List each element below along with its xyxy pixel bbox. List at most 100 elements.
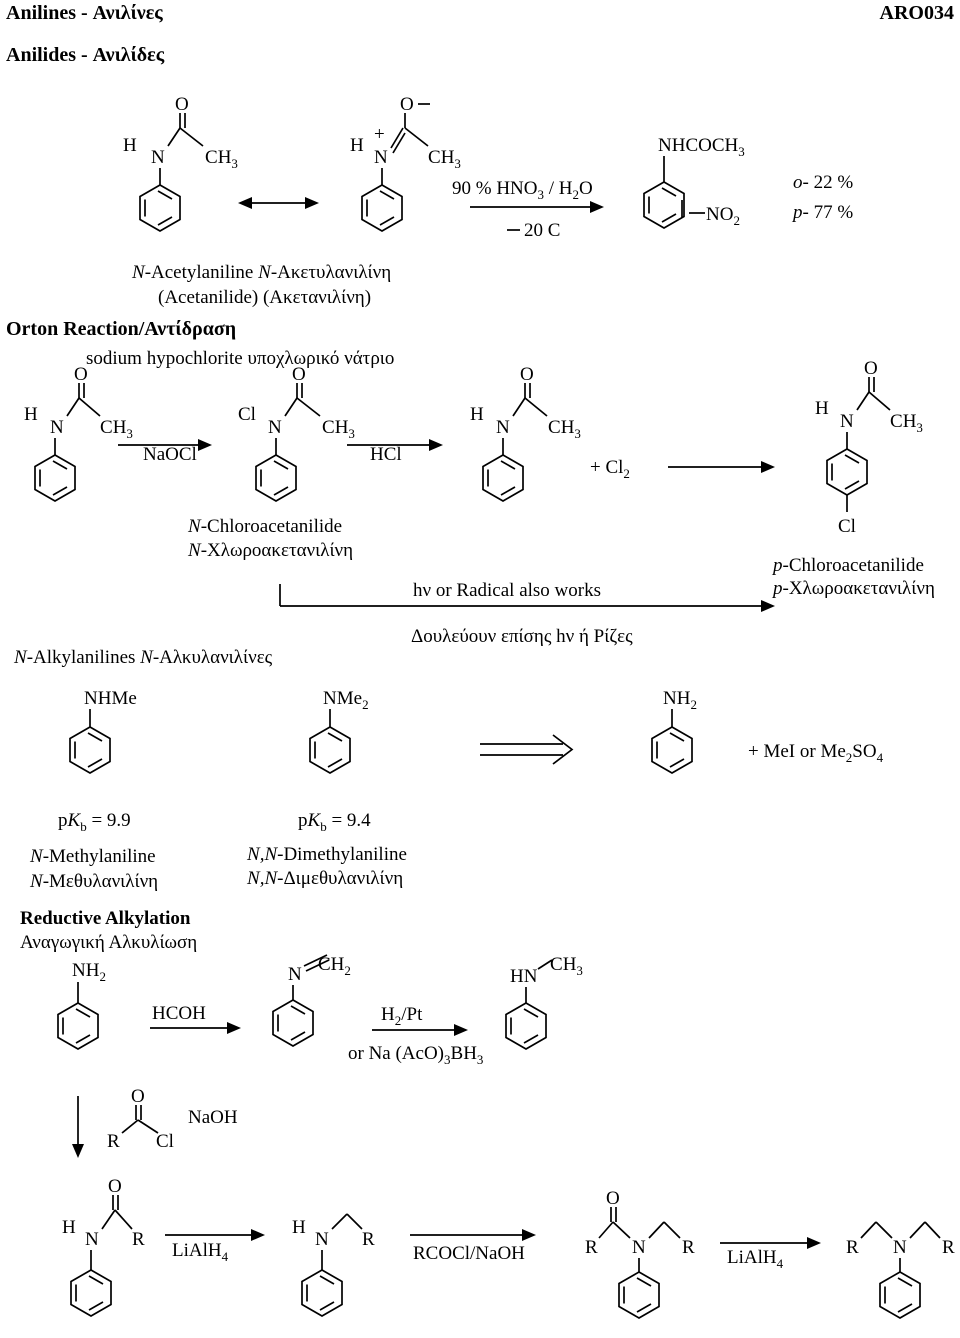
atom-r: R (362, 1229, 375, 1250)
orton-acetanilide: H N O CH3 (24, 364, 133, 502)
imine-structure: N CH2 (272, 954, 351, 1047)
n-methylaniline-name-greek: N-Μεθυλανιλίνη (29, 871, 158, 892)
atom-o: O (292, 364, 306, 385)
borohydride-reagent: or Na (AcO)3BH3 (348, 1043, 483, 1067)
methylation-reagent: + MeI or Me2SO4 (748, 741, 884, 765)
atom-n: N (632, 1237, 646, 1258)
nitration-reagent: 90 % HNO3 / H2O (452, 178, 593, 202)
acetanilide-name: N-Acetylaniline N-Ακετυλανιλίνη (131, 262, 391, 283)
hydrogenation-reagent: H2/Pt (381, 1004, 423, 1028)
ch3-group: CH3 (548, 417, 581, 441)
atom-r: R (132, 1229, 145, 1250)
n-chloroacetanilide-name: N-Chloroacetanilide (187, 516, 342, 537)
nitration-temp: 20 C (524, 220, 560, 241)
page-title: Anilines - Ανιλίνες (6, 2, 163, 24)
atom-n: N (315, 1229, 329, 1250)
atom-h: H (815, 398, 829, 419)
acetanilide-name-alt: (Acetanilide) (Ακετανιλίνη) (158, 287, 371, 308)
dimethylaniline-name: N,N-Dimethylaniline (246, 844, 407, 865)
reductive-aniline: NH2 (57, 960, 106, 1050)
atom-n: N (374, 147, 388, 168)
ch3-group: CH3 (322, 417, 355, 441)
nhme-group: NHMe (84, 688, 137, 709)
acylation-arrow-2: RCOCl/NaOH (410, 1229, 536, 1264)
atom-r: R (942, 1237, 955, 1258)
rcocl-naoh-reagent: RCOCl/NaOH (413, 1243, 525, 1264)
atom-h: H (470, 404, 484, 425)
nitro-group: NO2 (706, 204, 740, 228)
atom-h: H (350, 135, 364, 156)
n-chloroacetanilide-structure: Cl N O CH3 (238, 364, 355, 502)
ch3-group: CH3 (428, 147, 461, 171)
nitration-arrow: 90 % HNO3 / H2O 20 C (452, 178, 604, 241)
p-chloroacetanilide-name: p-Chloroacetanilide (771, 555, 924, 576)
naocl-reagent: NaOCl (143, 444, 197, 465)
hcl-reagent: HCl (370, 444, 402, 465)
formaldehyde-reagent: HCOH (152, 1003, 206, 1024)
reductive-heading-greek: Αναγωγική Αλκυλίωση (20, 932, 197, 953)
alkyl-heading: N-Alkylanilines N-Αλκυλανιλίνες (13, 647, 273, 668)
direct-route-connector (279, 584, 775, 612)
atom-h: H (292, 1217, 306, 1238)
orton-reagent-name: sodium hypochlorite υποχλωρικό νάτριο (86, 348, 394, 369)
atom-n: N (496, 417, 510, 438)
lialh4-reagent-2: LiAlH4 (727, 1247, 784, 1271)
atom-o: O (520, 364, 534, 385)
p-chloroacetanilide-structure: H N O CH3 Cl (815, 358, 923, 537)
nh2-group: NH2 (663, 688, 697, 712)
pkb-methylaniline: pKb = 9.9 (58, 810, 131, 834)
atom-o: O (74, 364, 88, 385)
atom-n: N (840, 411, 854, 432)
resonance-arrow (238, 197, 319, 209)
acetanilide-structure: H N O CH3 (123, 94, 238, 232)
orton-arrow-1: NaOCl (118, 439, 212, 465)
reduction-arrow-2: LiAlH4 (720, 1237, 821, 1271)
reductive-arrow-2: H2/Pt or Na (AcO)3BH3 (348, 1004, 483, 1067)
atom-o: O (175, 94, 189, 115)
hv-note-greek: Δουλεύουν επίσης hν ή Ρίζες (411, 626, 633, 647)
acyl-chloride-structure: R O Cl (107, 1086, 174, 1152)
retrosynthesis-arrow (480, 734, 574, 765)
atom-r: R (107, 1131, 120, 1152)
pkb-dimethylaniline: pKb = 9.4 (298, 810, 371, 834)
atom-h: H (123, 135, 137, 156)
orton-arrow-2: HCl (347, 439, 443, 465)
nhcoch3-group: NHCOCH3 (658, 135, 745, 159)
atom-o: O (400, 94, 414, 115)
atom-h: H (24, 404, 38, 425)
atom-cl: Cl (238, 404, 256, 425)
n-methylaniline-product: HN CH3 (505, 954, 583, 1050)
atom-r: R (585, 1237, 598, 1258)
orton-acetanilide-2: H N O CH3 (470, 364, 581, 502)
page-subtitle: Anilides - Ανιλίδες (6, 44, 165, 66)
atom-o: O (606, 1188, 620, 1209)
para-yield: p- 77 % (791, 202, 853, 223)
atom-n: N (50, 417, 64, 438)
lialh4-reagent: LiAlH4 (172, 1240, 229, 1264)
sheet-code: ARO034 (880, 2, 954, 24)
nh2-group: NH2 (72, 960, 106, 984)
atom-n: N (268, 417, 282, 438)
ortho-yield: o- 22 % (793, 172, 853, 193)
plus-charge: + (374, 124, 385, 145)
atom-o: O (108, 1176, 122, 1197)
n-chloroacetanilide-name-greek: N-Χλωροακετανιλίνη (187, 540, 353, 561)
anilide-structure: H N O R (62, 1176, 145, 1317)
atom-cl: Cl (838, 516, 856, 537)
atom-n: N (151, 147, 165, 168)
ch2-group: CH2 (318, 954, 351, 978)
nme2-group: NMe2 (323, 688, 369, 712)
hn-group: HN (510, 966, 538, 987)
atom-cl: Cl (156, 1131, 174, 1152)
n-n-dialkylaniline-structure: R N R (846, 1221, 955, 1319)
atom-r: R (846, 1237, 859, 1258)
atom-o: O (131, 1086, 145, 1107)
acetanilide-resonance-structure: H + N O CH3 (350, 94, 461, 232)
n-alkylaniline-structure: H N R (292, 1213, 375, 1317)
atom-o: O (864, 358, 878, 379)
hv-note: hν or Radical also works (413, 580, 601, 601)
atom-h: H (62, 1217, 76, 1238)
reductive-arrow-1: HCOH (150, 1003, 241, 1034)
